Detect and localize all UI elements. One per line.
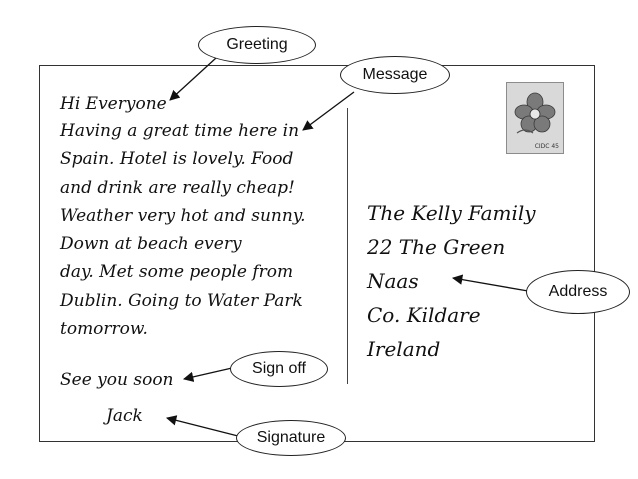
address-callout: Address xyxy=(526,270,630,314)
signature-arrow xyxy=(167,418,238,436)
address-arrow xyxy=(453,278,528,291)
sign-off-callout: Sign off xyxy=(230,351,328,387)
sign-off-arrow xyxy=(184,368,232,379)
message-callout: Message xyxy=(340,56,450,94)
greeting-callout: Greeting xyxy=(198,26,316,64)
signature-callout: Signature xyxy=(236,420,346,456)
message-arrow xyxy=(303,92,354,130)
greeting-arrow xyxy=(170,58,216,100)
